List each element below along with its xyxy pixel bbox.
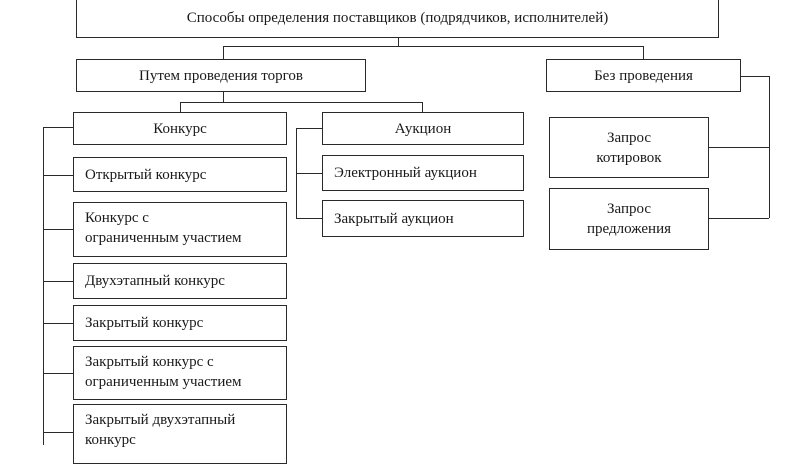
auction-tree-branch — [296, 218, 322, 219]
connector-to-no-tenders — [643, 46, 644, 59]
auction-item-closed: Закрытый аукцион — [322, 200, 524, 237]
connector-to-konkurs — [180, 102, 181, 112]
root-label: Способы определения поставщиков (подрядч… — [186, 10, 609, 26]
konkurs-item-label-line: Закрытый двухэтапный — [85, 412, 236, 428]
root-box: Способы определения поставщиков (подрядч… — [76, 0, 719, 38]
konkurs-tree-branch — [43, 229, 73, 230]
tenders-label: Путем проведения торгов — [139, 67, 303, 84]
no-tenders-item-quotations: Запрос котировок — [549, 117, 709, 178]
no-tenders-tree-spine — [769, 76, 770, 218]
connector-to-auction — [422, 102, 423, 112]
no-tenders-item-label-line: предложения — [586, 221, 671, 237]
konkurs-item-closed: Закрытый конкурс — [73, 305, 287, 341]
konkurs-item-label: Двухэтапный конкурс — [85, 273, 225, 289]
auction-item-electronic: Электронный аукцион — [322, 155, 524, 191]
no-tenders-tree-branch — [709, 218, 769, 219]
tenders-box: Путем проведения торгов — [76, 59, 366, 92]
no-tenders-item-label-line: Запрос — [606, 201, 652, 217]
no-tenders-box: Без проведения — [546, 59, 741, 92]
no-tenders-item-label-line: котировок — [596, 149, 662, 166]
konkurs-item-open: Открытый конкурс — [73, 157, 287, 192]
konkurs-item-label: Открытый конкурс — [85, 166, 207, 183]
auction-item-label: Электронный аукцион — [334, 165, 477, 181]
konkurs-item-label-line: ограниченным участием — [85, 374, 242, 390]
connector-tenders-down — [223, 92, 224, 102]
konkurs-item-closed-two-stage: Закрытый двухэтапный конкурс — [73, 404, 287, 464]
konkurs-tree-spine — [43, 127, 44, 445]
konkurs-tree-branch — [43, 175, 73, 176]
konkurs-tree-head — [43, 127, 73, 128]
connector-tenders-bar — [180, 102, 422, 103]
no-tenders-tree-head — [741, 76, 769, 77]
no-tenders-item-proposals: Запрос предложения — [549, 188, 709, 250]
auction-box: Аукцион — [322, 112, 524, 145]
konkurs-box: Конкурс — [73, 112, 287, 145]
konkurs-item-closed-limited: Закрытый конкурс с ограниченным участием — [73, 346, 287, 400]
auction-label: Аукцион — [394, 120, 452, 137]
konkurs-label: Конкурс — [153, 120, 207, 137]
no-tenders-label: Без проведения — [594, 67, 693, 84]
konkurs-item-two-stage: Двухэтапный конкурс — [73, 263, 287, 299]
konkurs-item-limited: Конкурс с ограниченным участием — [73, 202, 287, 257]
no-tenders-tree-branch — [709, 147, 769, 148]
connector-root-down — [398, 38, 399, 46]
connector-to-tenders — [223, 46, 224, 59]
konkurs-item-label-line: Конкурс с — [85, 210, 149, 226]
auction-tree-branch — [296, 173, 322, 174]
connector-root-branch-bar — [223, 46, 643, 47]
konkurs-item-label: Закрытый конкурс — [85, 315, 204, 331]
konkurs-tree-branch — [43, 281, 73, 282]
konkurs-tree-branch — [43, 323, 73, 324]
no-tenders-item-label-line: Запрос — [606, 129, 652, 146]
konkurs-tree-branch — [43, 432, 73, 433]
auction-item-label: Закрытый аукцион — [334, 210, 454, 227]
auction-tree-head — [296, 128, 322, 129]
konkurs-tree-branch — [43, 373, 73, 374]
konkurs-item-label-line: конкурс — [85, 432, 136, 448]
konkurs-item-label-line: Закрытый конкурс с — [85, 354, 214, 370]
konkurs-item-label-line: ограниченным участием — [85, 230, 242, 246]
